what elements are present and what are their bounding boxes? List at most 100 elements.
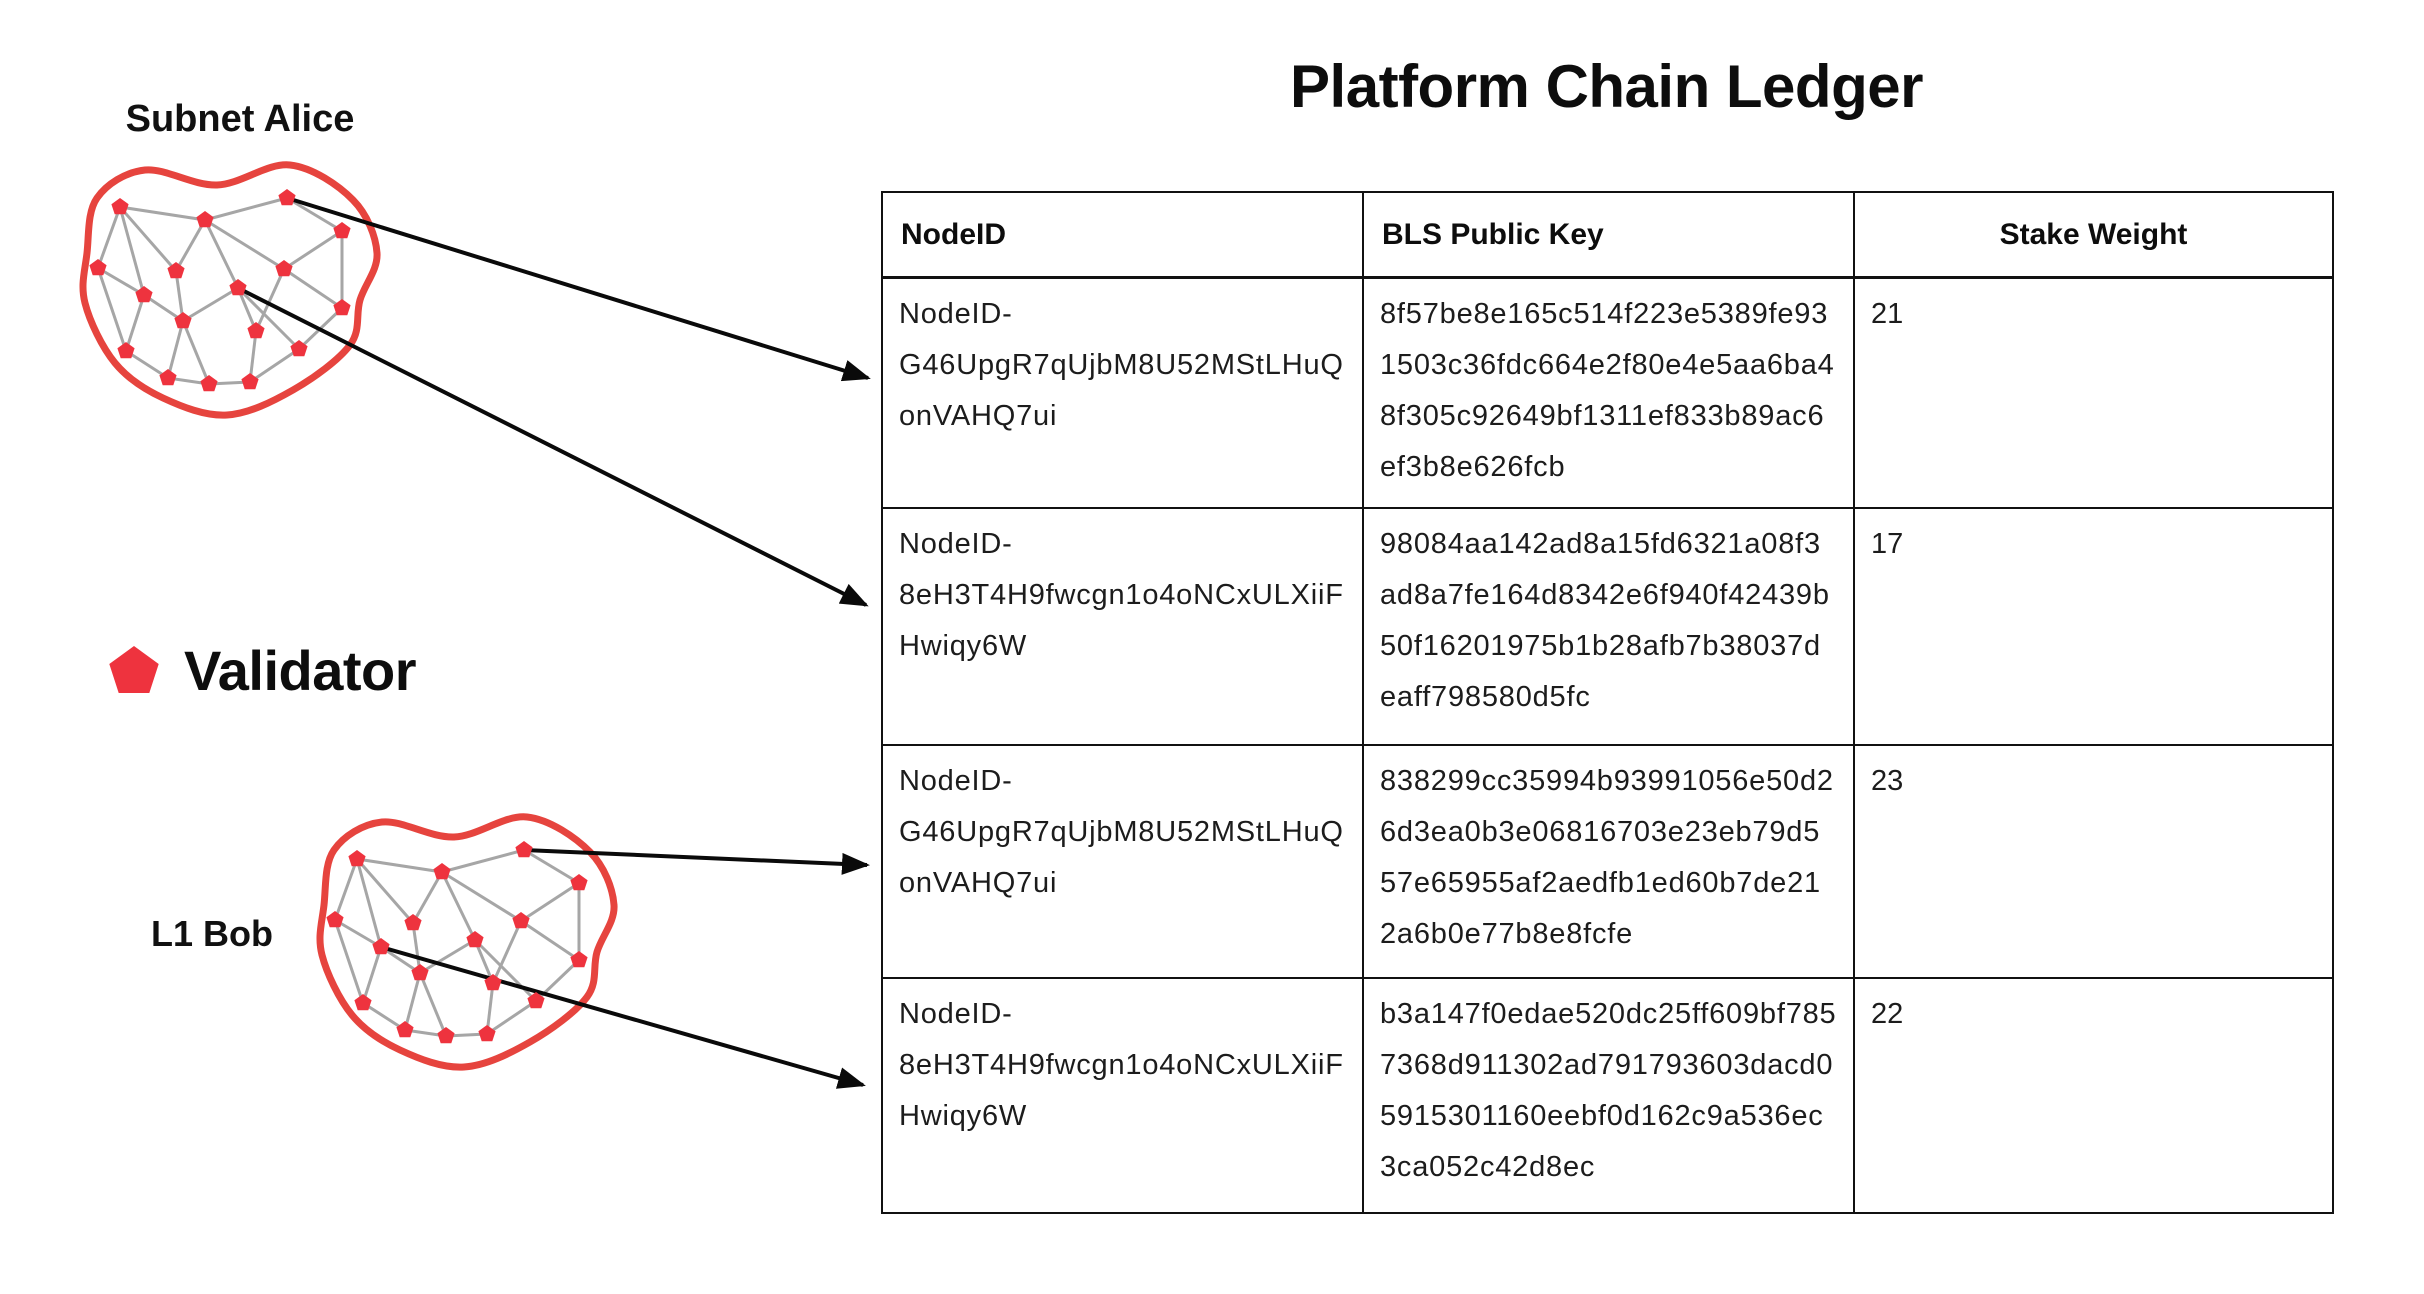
validator-node-icon [527, 992, 545, 1009]
validator-node-icon [174, 312, 192, 329]
graph-edge [283, 267, 343, 310]
validator-node-icon [354, 994, 372, 1011]
pentagon-icon [109, 645, 159, 693]
graph-edge [119, 205, 206, 222]
graph-edge [361, 946, 383, 1004]
bls-key-cell: 838299cc35994b93991056e50d26d3ea0b3e0681… [1362, 743, 1855, 979]
table-header-row: NodeID BLS Public Key Stake Weight [881, 191, 2334, 279]
graph-edge [204, 218, 285, 271]
graph-edge [441, 870, 522, 923]
graph-edge [380, 945, 421, 975]
validator-node-icon [570, 874, 588, 891]
graph-edge [418, 972, 448, 1037]
validator-node-icon [396, 1021, 414, 1038]
graph-edge [124, 294, 146, 352]
validator-node-icon [484, 974, 502, 991]
graph-edge [485, 982, 495, 1035]
stake-weight-cell: 21 [1853, 276, 2334, 509]
graph-edge [419, 938, 476, 975]
table-row: NodeID-8eH3T4H9fwcgn1o4oNCxULXiiFHwiqy6W… [881, 506, 2334, 746]
graph-edge [96, 206, 122, 269]
graph-edge [403, 972, 422, 1031]
graph-edge [249, 347, 300, 384]
header-bls-public-key: BLS Public Key [1362, 191, 1855, 279]
validator-node-icon [167, 262, 185, 279]
table-row: NodeID-8eH3T4H9fwcgn1o4oNCxULXiiFHwiqy6W… [881, 976, 2334, 1214]
validator-node-icon [278, 189, 296, 206]
graph-edge [362, 1001, 406, 1032]
graph-edge [174, 270, 185, 322]
graph-edge [440, 871, 477, 941]
nodeid-cell: NodeID-8eH3T4H9fwcgn1o4oNCxULXiiFHwiqy6W [881, 506, 1364, 746]
mapping-arrow-row-2 [523, 848, 870, 875]
validator-node-icon [241, 373, 259, 390]
graph-edge [174, 219, 207, 272]
graph-edge [254, 268, 286, 332]
validator-node-icon [229, 279, 247, 296]
graph-edge [486, 999, 537, 1036]
graph-edge [286, 196, 343, 233]
nodeid-cell: NodeID-G46UpgR7qUjbM8U52MStLHuQonVAHQ7ui [881, 276, 1364, 509]
validator-node-icon [200, 375, 218, 392]
graph-edge [203, 219, 240, 289]
validator-node-icon [433, 863, 451, 880]
graph-edge [520, 881, 580, 923]
validator-node-icon [196, 211, 214, 228]
validator-node-icon [117, 342, 135, 359]
l1-bob-label: L1 Bob [151, 913, 273, 954]
validator-node-icon [275, 260, 293, 277]
network-boundary-blob [79, 161, 381, 419]
validator-node-icon [111, 198, 129, 215]
bls-key-cell: 98084aa142ad8a15fd6321a08f3ad8a7fe164d83… [1362, 506, 1855, 746]
network-alice-underlay [79, 161, 381, 419]
graph-edge [333, 919, 365, 1004]
graph-edge [356, 857, 443, 874]
graph-edge [441, 848, 525, 874]
validator-node-icon [512, 912, 530, 929]
validator-node-icon [570, 951, 588, 968]
nodeid-cell: NodeID-8eH3T4H9fwcgn1o4oNCxULXiiFHwiqy6W [881, 976, 1364, 1214]
graph-edge [97, 266, 145, 297]
graph-edge [411, 871, 444, 924]
graph-edge [181, 320, 211, 385]
header-nodeid: NodeID [881, 191, 1364, 279]
validator-node-icon [135, 286, 153, 303]
validator-node-icon [437, 1027, 455, 1044]
graph-edge [473, 938, 538, 1003]
validator-node-icon [326, 911, 344, 928]
stake-weight-cell: 22 [1853, 976, 2334, 1214]
graph-edge [236, 286, 301, 351]
graph-edge [118, 206, 178, 272]
graph-edge [520, 919, 580, 962]
graph-edge [166, 320, 185, 379]
page-title: Platform Chain Ledger [1290, 53, 1923, 120]
graph-edge [411, 922, 422, 974]
graph-edge [283, 229, 343, 271]
network-alice-nodes [89, 189, 351, 392]
graph-edge [334, 918, 382, 949]
validator-node-icon [333, 222, 351, 239]
graph-edge [248, 330, 258, 383]
validator-node-icon [333, 299, 351, 316]
validator-node-icon [89, 259, 107, 276]
table-row: NodeID-G46UpgR7qUjbM8U52MStLHuQonVAHQ7ui… [881, 276, 2334, 509]
header-stake-weight: Stake Weight [1853, 191, 2334, 279]
graph-edge [182, 286, 239, 323]
validator-node-icon [404, 914, 422, 931]
validator-legend-label: Validator [184, 639, 417, 702]
stake-weight-cell: 17 [1853, 506, 2334, 746]
mapping-arrow-row-3 [380, 945, 866, 1089]
graph-edge [491, 920, 523, 984]
graph-edge [143, 293, 184, 323]
bls-key-cell: 8f57be8e165c514f223e5389fe931503c36fdc66… [1362, 276, 1855, 509]
graph-edge [355, 858, 415, 924]
validator-pentagon-shape [109, 645, 159, 693]
graph-edge [204, 196, 288, 222]
validator-node-icon [290, 340, 308, 357]
validator-node-icon [466, 931, 484, 948]
mapping-arrow-row-0 [286, 196, 871, 382]
validator-node-icon [372, 938, 390, 955]
graph-edge [96, 267, 128, 352]
